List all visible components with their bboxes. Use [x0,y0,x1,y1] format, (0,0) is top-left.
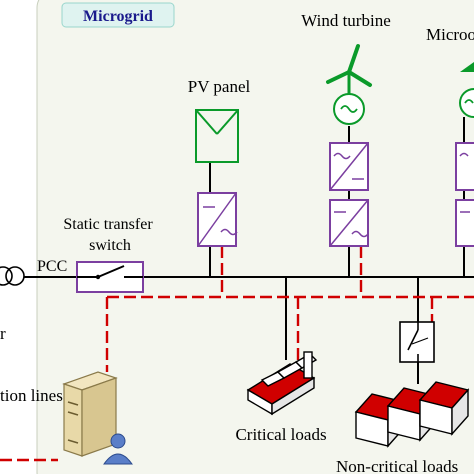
critical-loads-label: Critical loads [235,425,326,444]
pv-panel-icon [195,109,239,163]
left-label-r: r [0,324,6,343]
house-icon [418,381,470,436]
load-switch-icon [399,321,435,363]
user-icon [103,433,133,465]
static-switch-label-line1: Static transfer [63,216,153,233]
wind-turbine-label: Wind turbine [301,11,391,30]
microturbine-label: Microo [426,25,474,44]
wind-turbine-icon [326,44,372,95]
factory-icon [246,351,318,416]
pcc-label: PCC [37,258,67,275]
server-icon [62,371,118,457]
distribution-lines-label: tion lines [0,386,63,405]
static-switch-label-line2: switch [89,237,131,254]
noncritical-loads-label: Non-critical loads [336,457,458,474]
static-transfer-switch [76,261,144,293]
converter-icon [197,192,238,247]
microturbine-icon [455,62,474,247]
generator-icon [333,93,365,125]
microgrid-region [36,0,474,474]
transformer-icon [0,266,25,286]
pv-panel-label: PV panel [188,77,251,96]
microgrid-label: Microgrid [83,8,153,25]
microgrid-label-box [61,2,175,28]
communication-lines [0,246,474,462]
converter-icon [329,199,369,247]
converter-icon [329,142,369,191]
